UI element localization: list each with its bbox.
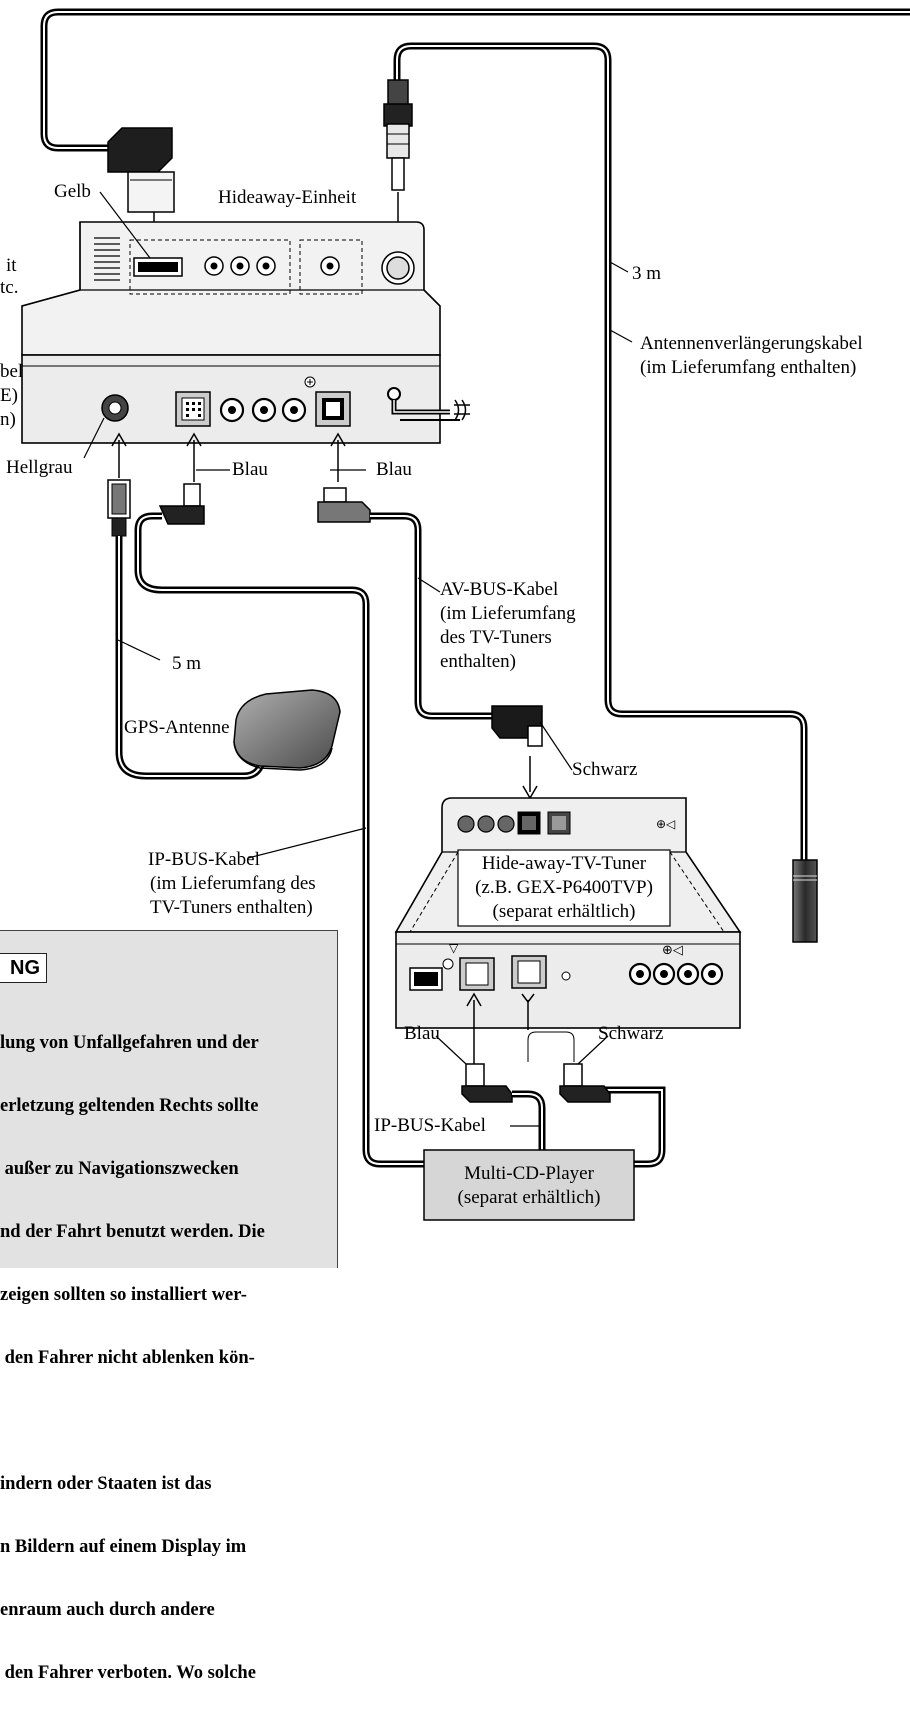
label-blau-right: Blau — [376, 459, 412, 480]
warning-line: nd der Fahrt benutzt werden. Die — [0, 1222, 265, 1242]
warning-line: erletzung geltenden Rechts sollte — [0, 1096, 259, 1116]
label-5m: 5 m — [172, 653, 202, 674]
svg-text:▽: ▽ — [449, 941, 459, 955]
label-ipbus-short: IP-BUS-Kabel — [374, 1115, 486, 1136]
main-cable — [40, 8, 910, 152]
warning-line: den Fahrer verboten. Wo solche — [0, 1663, 256, 1683]
label-left-fragment: it — [6, 255, 17, 276]
label-left-fragment: tc. — [0, 277, 19, 298]
hideaway-unit — [21, 221, 470, 444]
label-gelb: Gelb — [54, 181, 91, 202]
warning-line: lung von Unfallgefahren und der — [0, 1033, 259, 1053]
vehicle-antenna-icon — [792, 859, 818, 943]
svg-text:⊕◁: ⊕◁ — [656, 817, 675, 831]
warning-line — [0, 1411, 330, 1432]
label-ipbus-2: (im Lieferumfang des — [150, 873, 316, 894]
label-antenna-extension-1: Antennenverlängerungskabel — [640, 333, 863, 354]
antenna-extension-cable — [393, 42, 808, 860]
label-avbus-2: (im Lieferumfang — [440, 603, 576, 624]
black-connector-bottom-icon — [521, 993, 611, 1103]
blue-connector-bottom-icon — [461, 992, 513, 1103]
label-tuner-2: (z.B. GEX-P6400TVP) — [475, 877, 653, 898]
label-tuner-3: (separat erhältlich) — [492, 901, 636, 922]
warning-panel: NG lung von Unfallgefahren und der erlet… — [0, 930, 338, 1683]
tv-tuner-unit: ⊕◁ ▽ ⊕◁ — [394, 797, 742, 1029]
label-blau-left: Blau — [232, 459, 268, 480]
label-avbus-4: enthalten) — [440, 651, 516, 672]
label-hellgrau: Hellgrau — [6, 457, 73, 478]
warning-heading: NG — [0, 953, 47, 983]
svg-text:⊕◁: ⊕◁ — [662, 943, 683, 958]
multi-cd-player-box — [423, 1149, 635, 1221]
label-gps-antenna: GPS-Antenne — [124, 717, 230, 738]
label-blau-bottom: Blau — [404, 1023, 440, 1044]
warning-text: lung von Unfallgefahren und der erletzun… — [0, 991, 330, 1726]
label-avbus-3: des TV-Tuners — [440, 627, 552, 648]
blue-connector-right-icon — [317, 432, 371, 523]
blue-connector-left-icon — [158, 432, 205, 525]
black-connector-top-icon — [491, 705, 543, 800]
wiring-diagram: ⊕◁ ▽ ⊕◁ — [21, 8, 910, 1221]
label-cd-player-2: (separat erhältlich) — [457, 1187, 601, 1208]
warning-line: außer zu Navigationszwecken — [0, 1159, 239, 1179]
warning-line: indern oder Staaten ist das — [0, 1474, 212, 1494]
warning-line: n Bildern auf einem Display im — [0, 1537, 247, 1557]
label-ipbus-1: IP-BUS-Kabel — [148, 849, 260, 870]
label-cd-player-1: Multi-CD-Player — [464, 1163, 594, 1184]
label-tuner-1: Hide-away-TV-Tuner — [481, 853, 647, 874]
label-left-fragment: bel — [0, 361, 24, 382]
label-ipbus-3: TV-Tuners enthalten) — [150, 897, 313, 918]
gps-antenna-icon — [233, 689, 341, 769]
label-schwarz-bottom: Schwarz — [598, 1023, 664, 1044]
antenna-plug-icon — [383, 79, 413, 242]
label-left-fragment: n) — [0, 409, 16, 430]
label-hideaway-unit: Hideaway-Einheit — [218, 187, 357, 208]
label-schwarz-top: Schwarz — [572, 759, 638, 780]
label-avbus-1: AV-BUS-Kabel — [440, 579, 559, 600]
warning-line: den Fahrer nicht ablenken kön- — [0, 1348, 255, 1368]
ipbus-cable-short — [512, 1090, 546, 1150]
warning-line: enraum auch durch andere — [0, 1600, 215, 1620]
label-left-fragment: E) — [0, 385, 18, 406]
warning-line: zeigen sollten so installiert wer- — [0, 1285, 247, 1305]
yellow-connector-icon — [107, 127, 175, 244]
label-antenna-extension-2: (im Lieferumfang enthalten) — [640, 357, 857, 378]
label-3m: 3 m — [632, 263, 662, 284]
light-grey-connector-icon — [107, 432, 131, 537]
